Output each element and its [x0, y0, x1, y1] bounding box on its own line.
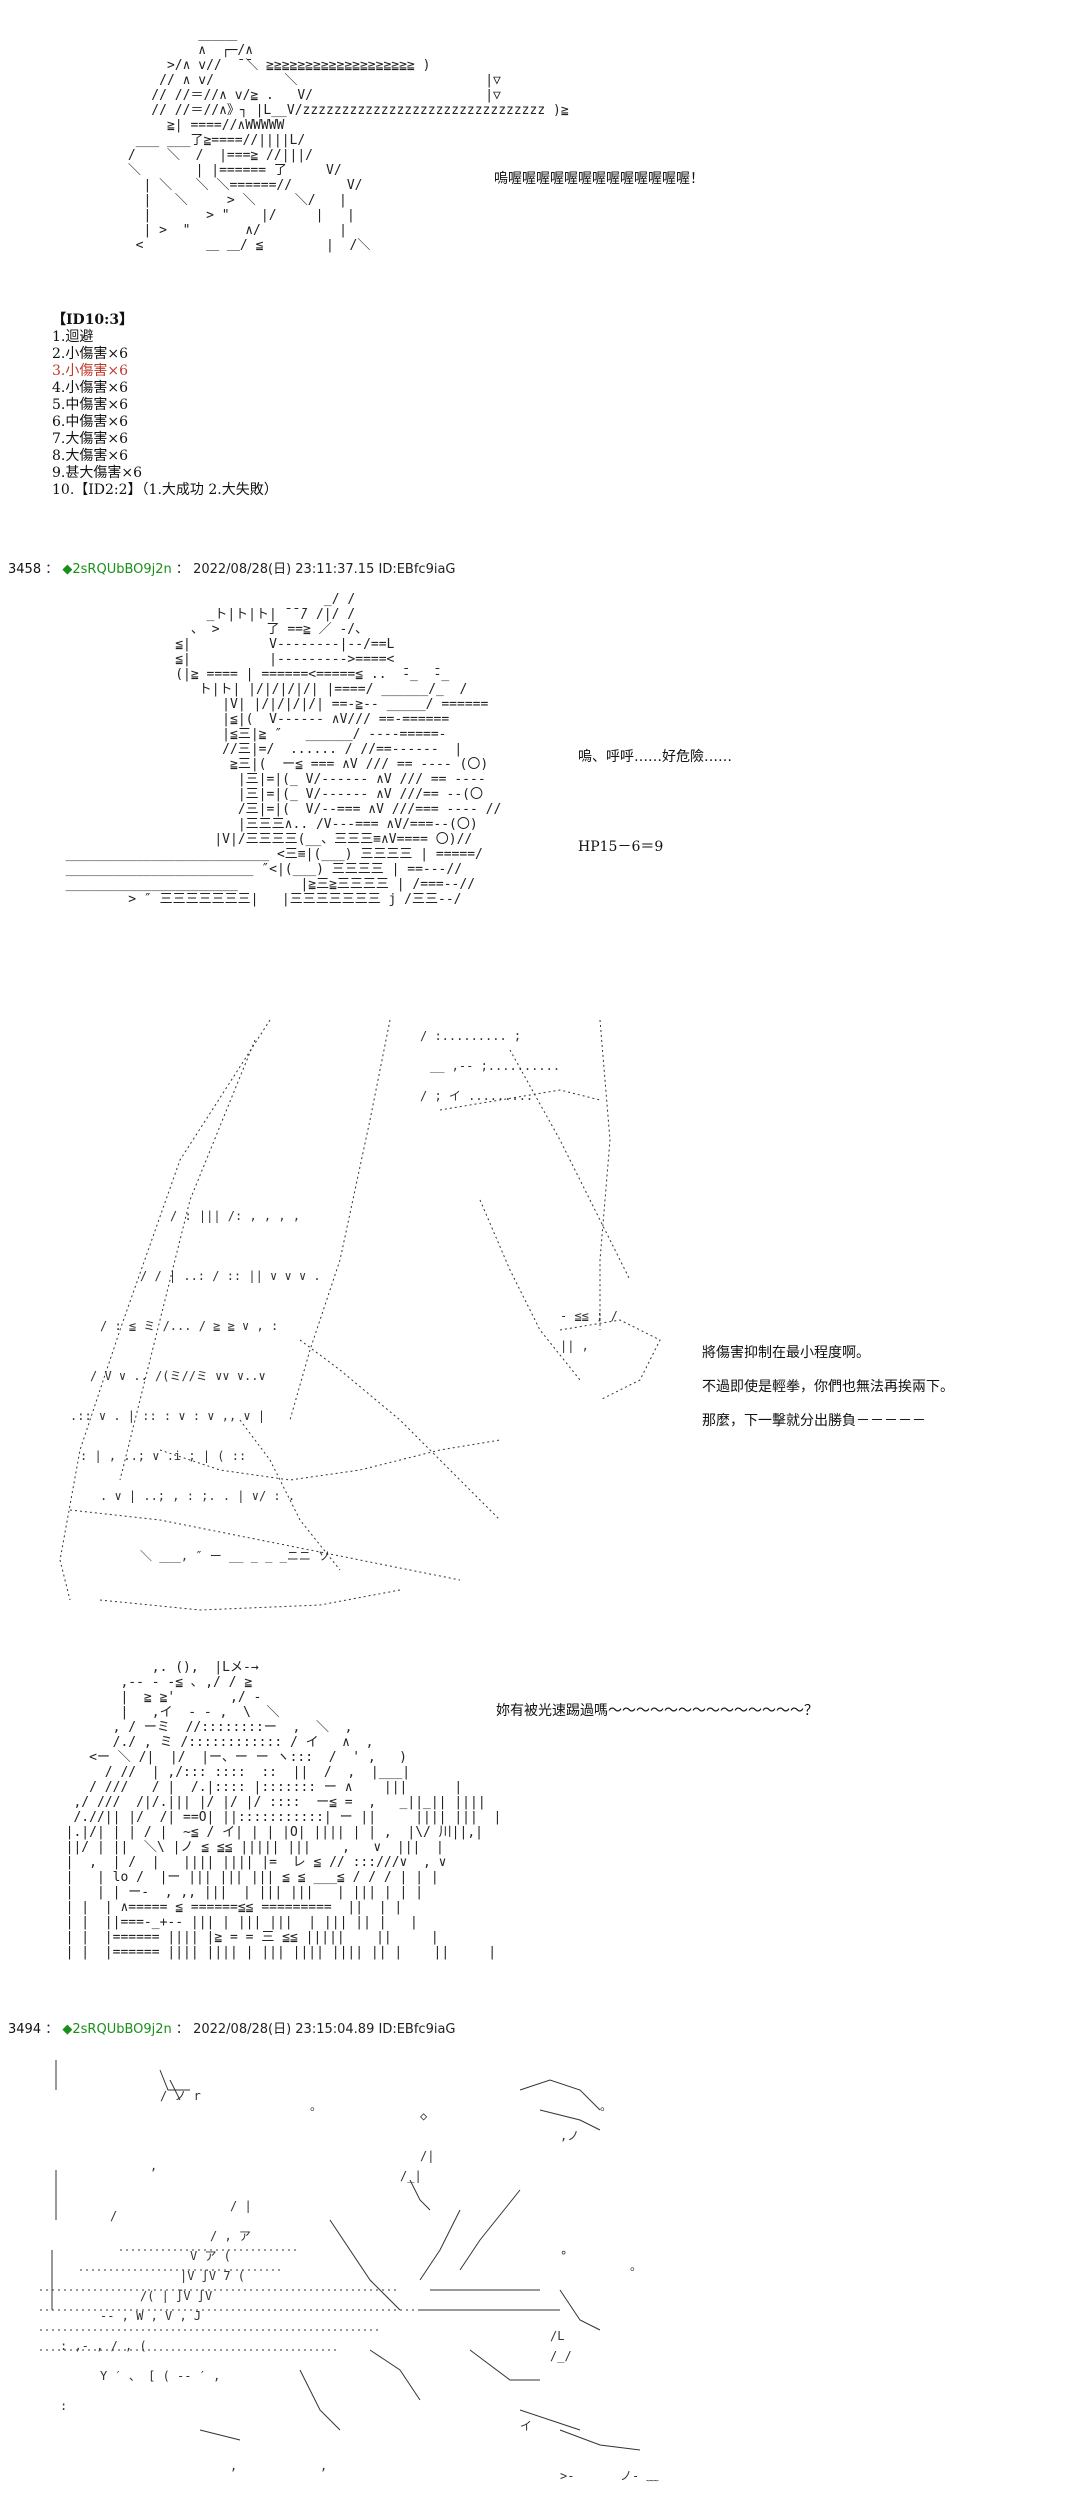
- svg-text:。: 。: [310, 2099, 322, 2113]
- svg-text:- ≦≦ ; /: - ≦≦ ; /: [560, 1309, 618, 1323]
- svg-text:: | , ..; ∨ .i ; | ( ::: : | , ..; ∨ .i ; | ( ::: [80, 1449, 246, 1463]
- list-item: 2.小傷害×6: [52, 346, 128, 362]
- svg-text:: ,- , / , (: : ,- , / , (: [60, 2339, 147, 2353]
- ascii-art-debris: / ノ r 。 ◇ ,ノ 。 , /| /_| / / | / , ア V ア …: [40, 2060, 658, 2483]
- post-date: 2022/08/28(日) 23:15:04.89: [193, 2022, 375, 2037]
- ascii-art-cannon: ＿＿＿ ∧ ┌─/∧ >/∧ v// ̄ ̄＼ ≧≧≧≧≧≧≧≧≧≧≧≧≧≧≧≧…: [127, 28, 569, 253]
- svg-text:Y ′ 、 [ ( -- ′ ,: Y ′ 、 [ ( -- ′ ,: [100, 2369, 220, 2383]
- list-item-highlighted: 3.小傷害×6: [52, 363, 128, 379]
- post-number[interactable]: 3458: [8, 562, 42, 577]
- svg-text:イ: イ: [520, 2419, 532, 2433]
- svg-text:-- , W , V , J: -- , W , V , J: [100, 2309, 201, 2323]
- svg-text:°: °: [560, 2249, 567, 2263]
- svg-text:>-: >-: [560, 2469, 574, 2483]
- svg-text:ノ- ﹏: ノ- ﹏: [620, 2469, 658, 2483]
- shout-text: 嗚喔喔喔喔喔喔喔喔喔喔喔喔喔！: [494, 171, 704, 187]
- svg-text:/|: /|: [420, 2149, 434, 2163]
- list-item: 10.【ID2:2】（1.大成功 2.大失敗）: [52, 482, 278, 498]
- svg-text:/ , ア: / , ア: [210, 2229, 251, 2243]
- poster-trip: ◆2sRQUbBO9j2n: [62, 2022, 172, 2037]
- svg-text:/_/: /_/: [550, 2349, 572, 2363]
- svg-text:/ / | ..: / :: || ∨ ∨ ∨ .: / / | ..: / :: || ∨ ∨ ∨ .: [140, 1269, 321, 1283]
- post-header-3494: 3494 ： ◆2sRQUbBO9j2n ： 2022/08/28(日) 23:…: [8, 2022, 456, 2037]
- dialogue-text: 那麼，下一擊就分出勝負－－－－－: [702, 1413, 926, 1429]
- svg-text:/ ; イ .........: / ; イ .........: [420, 1089, 533, 1103]
- dialogue-text: 嗚、呼呼……好危險……: [578, 749, 732, 765]
- result-list: 【ID10:3】 1.迴避 2.小傷害×6 3.小傷害×6 4.小傷害×6 5.…: [52, 312, 278, 499]
- svg-text:/_|: /_|: [400, 2169, 422, 2183]
- svg-text:/ ノ r: / ノ r: [160, 2089, 201, 2103]
- svg-text:|V ∫V 7 (: |V ∫V 7 (: [180, 2269, 245, 2283]
- svg-text:＼ ___, ″ ー __ _ _ _ニニ ソ: ＼ ___, ″ ー __ _ _ _ニニ ソ: [140, 1549, 330, 1563]
- post-id[interactable]: ID:EBfc9iaG: [378, 562, 456, 577]
- dialogue-text: 將傷害抑制在最小程度啊。: [702, 1345, 870, 1361]
- svg-text:,: ,: [320, 2459, 327, 2473]
- svg-text:. ∨ | ..; , : ;. . | ∨/: . ∨ | ..; , : ;. . | ∨/ : .: [100, 1489, 295, 1503]
- svg-text:/( | ∫V ∫V: /( | ∫V ∫V: [140, 2289, 212, 2303]
- list-item: 7.大傷害×6: [52, 431, 128, 447]
- dialogue-text: 妳有被光速踢過嗎～～～～～～～～～～～～～～？: [496, 1703, 818, 1719]
- svg-text:|| ,: || ,: [560, 1339, 589, 1353]
- svg-text:。: 。: [600, 2099, 612, 2113]
- svg-text:。: 。: [630, 2259, 642, 2273]
- list-title: 【ID10:3】: [52, 312, 134, 328]
- svg-text:/ V ∨ .. /(ミ//ミ ∨∨ ∨..∨: / V ∨ .. /(ミ//ミ ∨∨ ∨..∨: [90, 1369, 266, 1383]
- svg-text:__ ,-- ;..........: __ ,-- ;..........: [430, 1059, 560, 1073]
- list-item: 5.中傷害×6: [52, 397, 128, 413]
- poster-trip: ◆2sRQUbBO9j2n: [62, 562, 172, 577]
- svg-text:/ :......... ;: / :......... ;: [420, 1029, 521, 1043]
- svg-text:/L: /L: [550, 2329, 564, 2343]
- svg-text:.:: ∨ . | :: : ∨ : ∨ ,, ∨: .:: ∨ . | :: : ∨ : ∨ ,, ∨ |: [70, 1409, 265, 1423]
- list-item: 6.中傷害×6: [52, 414, 128, 430]
- svg-text:V ア (: V ア (: [190, 2249, 231, 2263]
- list-item: 1.迴避: [52, 329, 94, 345]
- svg-text:/ : ≦ ミ /... / ≧ ≧ ∨ , :: / : ≦ ミ /... / ≧ ≧ ∨ , :: [100, 1319, 278, 1333]
- list-item: 8.大傷害×6: [52, 448, 128, 464]
- svg-text:,: ,: [230, 2459, 237, 2473]
- svg-text:◇: ◇: [420, 2109, 428, 2123]
- svg-text:,ノ: ,ノ: [560, 2129, 579, 2143]
- post-id[interactable]: ID:EBfc9iaG: [378, 2022, 456, 2037]
- svg-text::: :: [60, 2399, 67, 2413]
- svg-text:/ : ||| /: , , , ,: / : ||| /: , , , ,: [170, 1209, 300, 1223]
- list-item: 4.小傷害×6: [52, 380, 128, 396]
- list-item: 9.甚大傷害×6: [52, 465, 142, 481]
- svg-text:,: ,: [150, 2159, 157, 2173]
- svg-text:/ |: / |: [230, 2199, 252, 2213]
- dialogue-text: 不過即使是輕拳，你們也無法再挨兩下。: [702, 1379, 954, 1395]
- post-number[interactable]: 3494: [8, 2022, 42, 2037]
- svg-text:/: /: [110, 2209, 117, 2223]
- ascii-art-figure: ,. (), |Lメ-→ ,-- ‐ -≦ ､ ,/ / ≧ | ≧ ≧' ,/…: [65, 1660, 502, 1960]
- post-date: 2022/08/28(日) 23:11:37.15: [193, 562, 375, 577]
- hp-text: HP15－6＝9: [578, 839, 664, 855]
- post-header-3458: 3458 ： ◆2sRQUbBO9j2n ： 2022/08/28(日) 23:…: [8, 562, 456, 577]
- ascii-art-character-1: _/ / _ト|ト|ト| ̄ ̄ ̄/ /|/ / 、 > 了 ==≧ ／ -/…: [65, 592, 502, 907]
- ascii-art-grapple: / :......... ; __ ,-- ;.......... / ; イ …: [59, 1019, 661, 1611]
